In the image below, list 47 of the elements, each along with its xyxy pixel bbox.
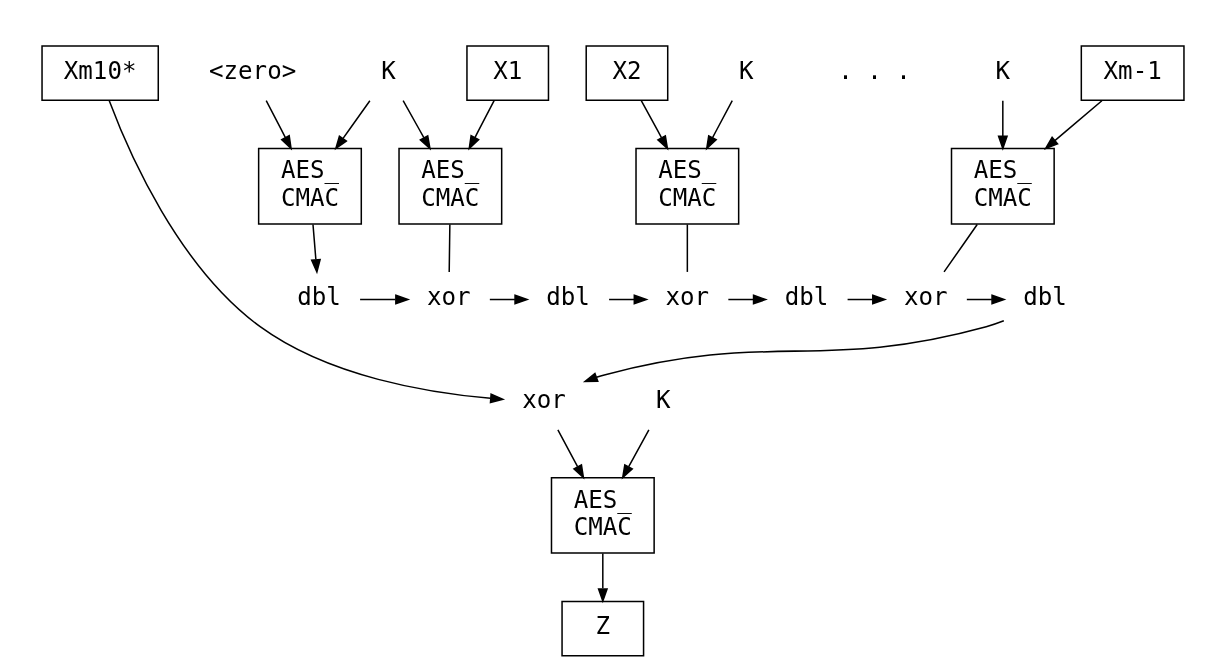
arrow (358, 294, 410, 305)
arrow (1043, 99, 1103, 150)
arrow (310, 223, 321, 275)
node-box: Xm-1 (1080, 45, 1185, 101)
node-box: Xm10* (40, 45, 159, 101)
arrow (727, 294, 768, 305)
arrow (401, 99, 431, 151)
arrow (264, 99, 292, 151)
node-text: xor (426, 283, 471, 312)
node-box: AES_ CMAC (634, 147, 739, 225)
arrow (597, 552, 608, 604)
arrow (556, 429, 584, 480)
node-box: X2 (584, 45, 668, 101)
node-text: dbl (784, 283, 828, 312)
node-box: Z (560, 600, 644, 657)
node-box: AES_ CMAC (257, 147, 362, 225)
node-box: AES_ CMAC (950, 147, 1055, 225)
node-box: AES_ CMAC (397, 147, 502, 225)
connector (447, 223, 451, 273)
node-text: <zero> (208, 56, 296, 85)
arrow (107, 99, 505, 404)
arrow (334, 99, 371, 151)
arrow (467, 99, 495, 151)
connector (942, 223, 978, 273)
node-text: K (380, 56, 396, 85)
arrow (997, 99, 1008, 151)
arrow (965, 294, 1006, 305)
node-text: xor (665, 283, 709, 312)
node-box: AES_ CMAC (550, 476, 655, 554)
arrow (607, 294, 649, 305)
connector (686, 223, 688, 273)
node-text: K (655, 385, 670, 414)
arrow (582, 320, 1005, 383)
label: . . . (837, 56, 911, 85)
arrow (488, 294, 529, 305)
arrow (640, 99, 669, 151)
node-text: xor (521, 385, 566, 414)
node-text: dbl (296, 283, 341, 312)
arrow (705, 99, 733, 151)
node-text: K (738, 56, 753, 85)
arrow (621, 429, 650, 480)
arrow (846, 294, 887, 305)
node-text: dbl (545, 283, 590, 312)
node-text: dbl (1022, 283, 1067, 312)
node-text: K (995, 56, 1010, 85)
node-box: X1 (465, 45, 549, 101)
node-text: xor (903, 283, 948, 312)
